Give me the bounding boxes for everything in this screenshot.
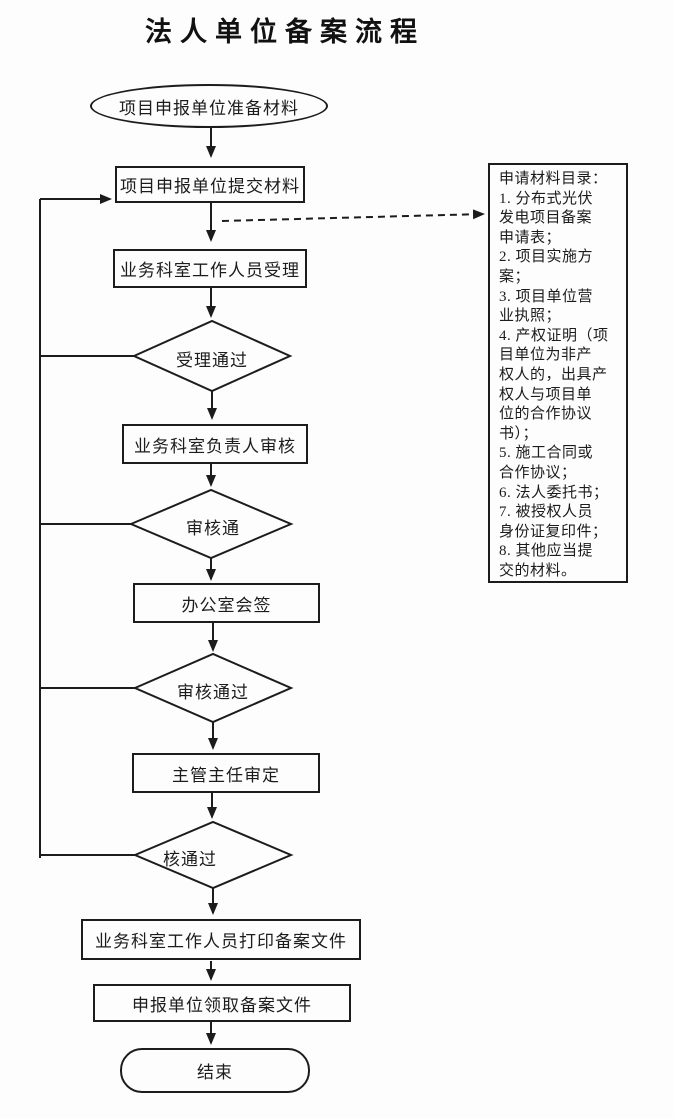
page-title: 法人单位备案流程 xyxy=(145,17,425,47)
node-approve: 主管主任审定 xyxy=(132,753,320,793)
node-submit-label: 项目申报单位提交材料 xyxy=(120,177,300,196)
node-end-label: 结束 xyxy=(197,1063,233,1082)
node-submit: 项目申报单位提交材料 xyxy=(115,166,305,203)
node-print-label: 业务科室工作人员打印备案文件 xyxy=(95,932,347,951)
decision-review-label: 审核通 xyxy=(186,519,240,538)
node-start: 项目申报单位准备材料 xyxy=(90,84,328,128)
node-countersign: 办公室会签 xyxy=(133,583,320,623)
edge-submit-materials-dashed xyxy=(221,209,485,222)
node-accept: 业务科室工作人员受理 xyxy=(113,249,307,288)
node-review: 业务科室负责人审核 xyxy=(122,424,308,464)
node-receive-label: 申报单位领取备案文件 xyxy=(132,995,312,1015)
materials-list-box: 申请材料目录： 1. 分布式光伏 发电项目备案 申请表； 2. 项目实施方 案；… xyxy=(488,163,628,583)
node-accept-label: 业务科室工作人员受理 xyxy=(120,261,300,280)
decision-approve-label: 核通过 xyxy=(163,850,217,869)
node-start-label: 项目申报单位准备材料 xyxy=(119,98,299,118)
node-receive: 申报单位领取备案文件 xyxy=(93,984,351,1022)
node-print: 业务科室工作人员打印备案文件 xyxy=(81,919,361,960)
diamond-review-outline xyxy=(128,488,294,560)
node-end: 结束 xyxy=(120,1048,310,1093)
diamond-accept-outline xyxy=(131,319,293,393)
decision-countersign-label: 审核通过 xyxy=(177,683,249,702)
node-approve-label: 主管主任审定 xyxy=(172,765,280,785)
diamond-countersign-outline xyxy=(132,652,294,724)
diamond-approve-outline xyxy=(132,820,294,890)
node-countersign-label: 办公室会签 xyxy=(181,595,272,615)
decision-accept-label: 受理通过 xyxy=(176,351,248,370)
node-review-label: 业务科室负责人审核 xyxy=(134,436,296,456)
